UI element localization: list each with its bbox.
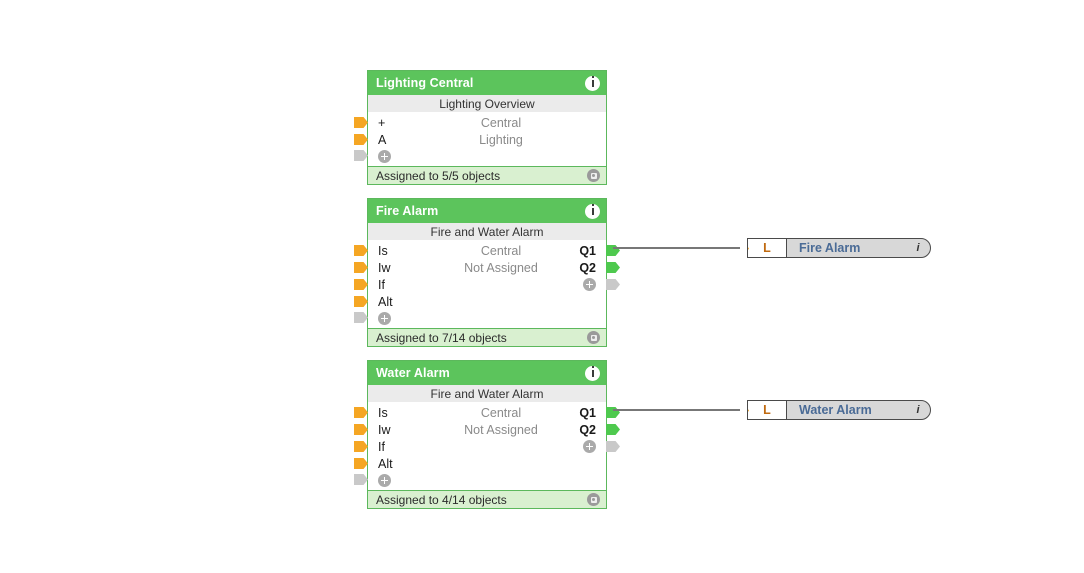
block-subtitle: Lighting Overview (368, 95, 606, 113)
info-icon[interactable] (585, 365, 600, 381)
block-row[interactable]: Alt (354, 293, 606, 310)
function-block-fire-alarm[interactable]: Fire Alarm Fire and Water Alarm Is Centr… (354, 198, 620, 347)
block-subtitle: Fire and Water Alarm (368, 385, 606, 403)
block-row[interactable]: Is Central Q1 (354, 404, 620, 421)
info-icon[interactable]: i (916, 404, 920, 416)
block-footer[interactable]: Assigned to 4/14 objects (368, 490, 606, 508)
input-pin[interactable] (354, 407, 368, 418)
output-label: Q2 (579, 422, 596, 437)
assignment-value: Central (480, 243, 522, 258)
input-pin[interactable] (354, 296, 368, 307)
input-label: Alt (378, 294, 393, 309)
block-footer[interactable]: Assigned to 7/14 objects (368, 328, 606, 346)
node-label: Water Alarm (799, 403, 872, 417)
assigned-objects-text: Assigned to 5/5 objects (376, 168, 501, 183)
input-label: + (378, 115, 386, 130)
output-label: Q1 (579, 405, 596, 420)
input-pin[interactable] (354, 134, 368, 145)
block-row[interactable]: + Central (354, 114, 606, 131)
output-label: Q2 (579, 260, 596, 275)
output-pin-placeholder[interactable] (606, 441, 620, 452)
input-pin[interactable] (354, 458, 368, 469)
block-header[interactable]: Fire Alarm (368, 199, 606, 223)
block-title: Fire Alarm (376, 204, 439, 218)
node-type-letter: L (748, 239, 787, 257)
assignment-value: Not Assigned (464, 422, 538, 437)
input-pin-placeholder[interactable] (354, 474, 368, 485)
output-label (554, 277, 606, 292)
block-title: Lighting Central (376, 76, 474, 90)
input-label: If (378, 439, 385, 454)
output-label (554, 439, 606, 454)
input-label: Is (378, 405, 388, 420)
input-pin[interactable] (354, 245, 368, 256)
function-block-lighting-central[interactable]: Lighting Central Lighting Overview + Cen… (354, 70, 607, 185)
block-row[interactable]: Is Central Q1 (354, 242, 620, 259)
input-pin[interactable] (354, 117, 368, 128)
plus-icon[interactable] (378, 311, 391, 325)
input-pin[interactable] (748, 405, 749, 416)
add-input-row[interactable] (354, 310, 606, 326)
input-pin-placeholder[interactable] (354, 312, 368, 323)
input-pin[interactable] (354, 262, 368, 273)
block-row[interactable]: Alt (354, 455, 606, 472)
info-icon[interactable] (585, 203, 600, 219)
add-input-row[interactable] (354, 148, 606, 164)
block-body: Is Central Q1 Iw Not Assigned Q2 If (354, 241, 620, 328)
block-body: + Central A Lighting (354, 113, 606, 166)
assignment-value: Central (480, 405, 522, 420)
assigned-objects-text: Assigned to 4/14 objects (376, 492, 507, 507)
input-label: A (378, 132, 387, 147)
block-row[interactable]: If (354, 438, 620, 455)
connection-wire-water-alarm[interactable] (613, 409, 740, 411)
gear-icon[interactable] (587, 493, 600, 506)
assigned-objects-text: Assigned to 7/14 objects (376, 330, 507, 345)
input-label: If (378, 277, 385, 292)
output-pin-placeholder[interactable] (606, 279, 620, 290)
plus-icon[interactable] (583, 439, 596, 453)
plus-icon[interactable] (583, 277, 596, 291)
input-pin-placeholder[interactable] (354, 150, 368, 161)
input-label: Is (378, 243, 388, 258)
input-label: Iw (378, 260, 391, 275)
node-type-letter: L (748, 401, 787, 419)
input-pin[interactable] (354, 441, 368, 452)
block-row[interactable]: Iw Not Assigned Q2 (354, 421, 620, 438)
output-pin[interactable] (606, 407, 620, 418)
input-label: Alt (378, 456, 393, 471)
input-pin[interactable] (354, 279, 368, 290)
block-footer[interactable]: Assigned to 5/5 objects (368, 166, 606, 184)
assignment-value: Central (480, 115, 522, 130)
node-fire-alarm[interactable]: L Fire Alarm i (747, 238, 931, 258)
block-body: Is Central Q1 Iw Not Assigned Q2 If (354, 403, 620, 490)
info-icon[interactable] (585, 75, 600, 91)
block-header[interactable]: Water Alarm (368, 361, 606, 385)
input-label: Iw (378, 422, 391, 437)
output-label: Q1 (579, 243, 596, 258)
block-row[interactable]: If (354, 276, 620, 293)
node-water-alarm[interactable]: L Water Alarm i (747, 400, 931, 420)
function-block-water-alarm[interactable]: Water Alarm Fire and Water Alarm Is Cent… (354, 360, 620, 509)
input-pin[interactable] (354, 424, 368, 435)
block-row[interactable]: Iw Not Assigned Q2 (354, 259, 620, 276)
plus-icon[interactable] (378, 473, 391, 487)
plus-icon[interactable] (378, 149, 391, 163)
output-pin[interactable] (606, 262, 620, 273)
input-pin[interactable] (748, 243, 749, 254)
block-header[interactable]: Lighting Central (368, 71, 606, 95)
output-pin[interactable] (606, 424, 620, 435)
block-title: Water Alarm (376, 366, 450, 380)
node-label: Fire Alarm (799, 241, 861, 255)
output-pin[interactable] (606, 245, 620, 256)
gear-icon[interactable] (587, 169, 600, 182)
block-row[interactable]: A Lighting (354, 131, 606, 148)
assignment-value: Lighting (479, 132, 523, 147)
block-subtitle: Fire and Water Alarm (368, 223, 606, 241)
connection-wire-fire-alarm[interactable] (613, 247, 740, 249)
add-input-row[interactable] (354, 472, 606, 488)
info-icon[interactable]: i (916, 242, 920, 254)
assignment-value: Not Assigned (464, 260, 538, 275)
gear-icon[interactable] (587, 331, 600, 344)
